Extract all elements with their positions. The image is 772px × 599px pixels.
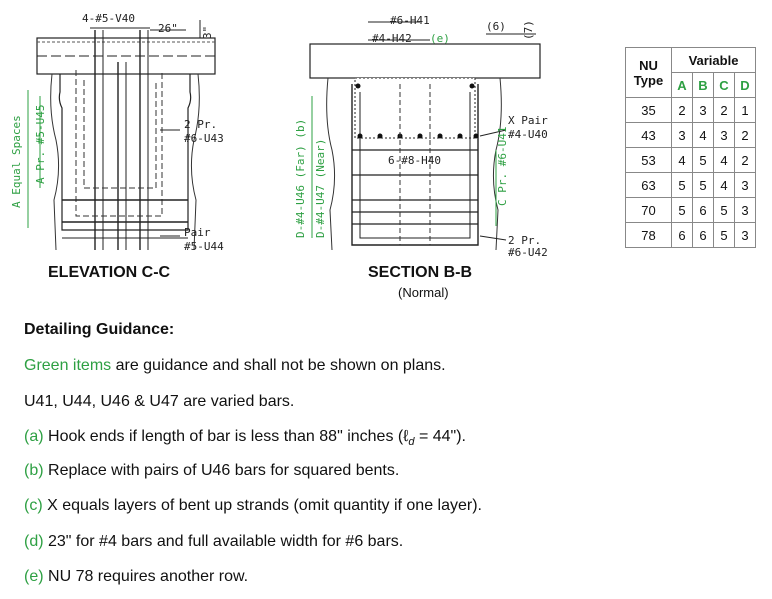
sec-u42b-label: #6-U42 (508, 246, 548, 259)
table-cell: 3 (734, 172, 756, 198)
tag-c: (c) (24, 497, 43, 514)
sec-u40a-label: X Pair (508, 114, 548, 127)
guidance-line1-rest: are guidance and shall not be shown on p… (111, 357, 446, 374)
sec-e-label: (e) (430, 32, 450, 45)
table-cell: 5 (671, 172, 693, 198)
elev-topbar-label: 4-#5-V40 (82, 12, 135, 25)
guidance-d: (d) 23" for #4 bars and full available w… (24, 533, 403, 551)
letter-d: D (734, 72, 756, 98)
text-d: 23" for #4 bars and full available width… (43, 533, 404, 550)
table-cell: 70 (625, 197, 672, 223)
elev-spaces-label: A Equal Spaces (10, 115, 23, 208)
elev-u43b-label: #6-U43 (184, 132, 224, 145)
table-cell: 2 (713, 97, 735, 123)
guidance-line2: U41, U44, U46 & U47 are varied bars. (24, 393, 295, 410)
elev-dim3-label: 3" (201, 26, 214, 39)
table-cell: 4 (713, 147, 735, 173)
guidance-c: (c) X equals layers of bent up strands (… (24, 497, 482, 515)
table-cell: 5 (713, 197, 735, 223)
tag-e: (e) (24, 568, 44, 585)
text-a: Hook ends if length of bar is less than … (43, 428, 409, 445)
section-drawing: #6-H41 #4-H42 (e) (6) (7) X Pair #4-U40 … (294, 14, 548, 259)
table-cell: 6 (692, 197, 714, 223)
letter-c: C (713, 72, 735, 98)
table-cell: 5 (692, 147, 714, 173)
table-cell: 2 (734, 147, 756, 173)
table-row: 63 5 5 4 3 (625, 172, 756, 198)
sec-u42a-label: 2 Pr. (508, 234, 541, 247)
table-cell: 63 (625, 172, 672, 198)
elev-u44b-label: #5-U44 (184, 240, 224, 253)
text-c: X equals layers of bent up strands (omit… (42, 497, 482, 514)
sec-u41-label: C Pr. #6-U41 (496, 127, 509, 206)
type-header: Type (633, 72, 664, 88)
table-cell: 35 (625, 97, 672, 123)
variable-header: Variable (671, 47, 756, 73)
sec-h40-label: 6-#8-H40 (388, 154, 441, 167)
table-cell: 4 (692, 122, 714, 148)
text-a-sub: d (408, 436, 415, 449)
table-cell: 3 (713, 122, 735, 148)
table-row: 70 5 6 5 3 (625, 197, 756, 223)
table-cell: 6 (671, 222, 693, 248)
guidance-heading: Detailing Guidance: (24, 321, 175, 338)
section-top-bars (355, 83, 479, 139)
sec-dim6-label: (6) (486, 20, 506, 33)
sec-dim7-label: (7) (522, 20, 535, 40)
tag-a: (a) (24, 428, 44, 445)
section-subtitle: (Normal) (398, 285, 449, 300)
table-cell: 78 (625, 222, 672, 248)
text-e: NU 78 requires another row. (43, 568, 249, 585)
sec-u40b-label: #4-U40 (508, 128, 548, 141)
table-cell: 2 (734, 122, 756, 148)
guidance-e: (e) NU 78 requires another row. (24, 568, 248, 586)
nu-type-header: NU Type (625, 47, 672, 98)
elev-u44-label: Pair (184, 226, 211, 239)
table-cell: 1 (734, 97, 756, 123)
elev-dim26-label: 26" (158, 22, 178, 35)
table-cell: 53 (625, 147, 672, 173)
table-row: 78 6 6 5 3 (625, 222, 756, 248)
table-cell: 43 (625, 122, 672, 148)
letter-b: B (692, 72, 714, 98)
guidance-line1: Green items are guidance and shall not b… (24, 357, 446, 375)
sec-u47-label: D-#4-U47 (Near) (314, 139, 327, 238)
table-cell: 3 (734, 197, 756, 223)
table-cell: 3 (692, 97, 714, 123)
guidance-a: (a) Hook ends if length of bar is less t… (24, 428, 466, 448)
table-row: 35 2 3 2 1 (625, 97, 756, 123)
table-cell: 5 (671, 197, 693, 223)
letter-a: A (671, 72, 693, 98)
nu-header: NU (639, 57, 658, 73)
table-cell: 5 (692, 172, 714, 198)
tag-d: (d) (24, 533, 44, 550)
table-cell: 4 (671, 147, 693, 173)
table-cell: 3 (671, 122, 693, 148)
sec-h41-label: #6-H41 (390, 14, 430, 27)
elevation-drawing: 4-#5-V40 26" 3" 2 Pr. #6-U43 Pair #5-U44… (10, 12, 224, 253)
table-cell: 2 (671, 97, 693, 123)
section-title: SECTION B-B (368, 264, 472, 281)
table-row: 53 4 5 4 2 (625, 147, 756, 173)
sec-u46-label: D-#4-U46 (Far) (b) (294, 119, 307, 238)
guidance-b: (b) Replace with pairs of U46 bars for s… (24, 462, 399, 480)
elev-u45-label: A Pr. #5-U45 (34, 105, 47, 184)
table-cell: 3 (734, 222, 756, 248)
text-b: Replace with pairs of U46 bars for squar… (43, 462, 400, 479)
table-row: 43 3 4 3 2 (625, 122, 756, 148)
table-cell: 5 (713, 222, 735, 248)
text-a-end: = 44"). (414, 428, 466, 445)
elev-u43-label: 2 Pr. (184, 118, 217, 131)
tag-b: (b) (24, 462, 44, 479)
sec-h42-label: #4-H42 (372, 32, 412, 45)
elevation-title: ELEVATION C-C (48, 264, 171, 281)
table-cell: 4 (713, 172, 735, 198)
variable-table: NU Type Variable A B C D 35 2 3 2 1 43 3… (625, 47, 756, 248)
green-items-text: Green items (24, 357, 112, 374)
table-cell: 6 (692, 222, 714, 248)
